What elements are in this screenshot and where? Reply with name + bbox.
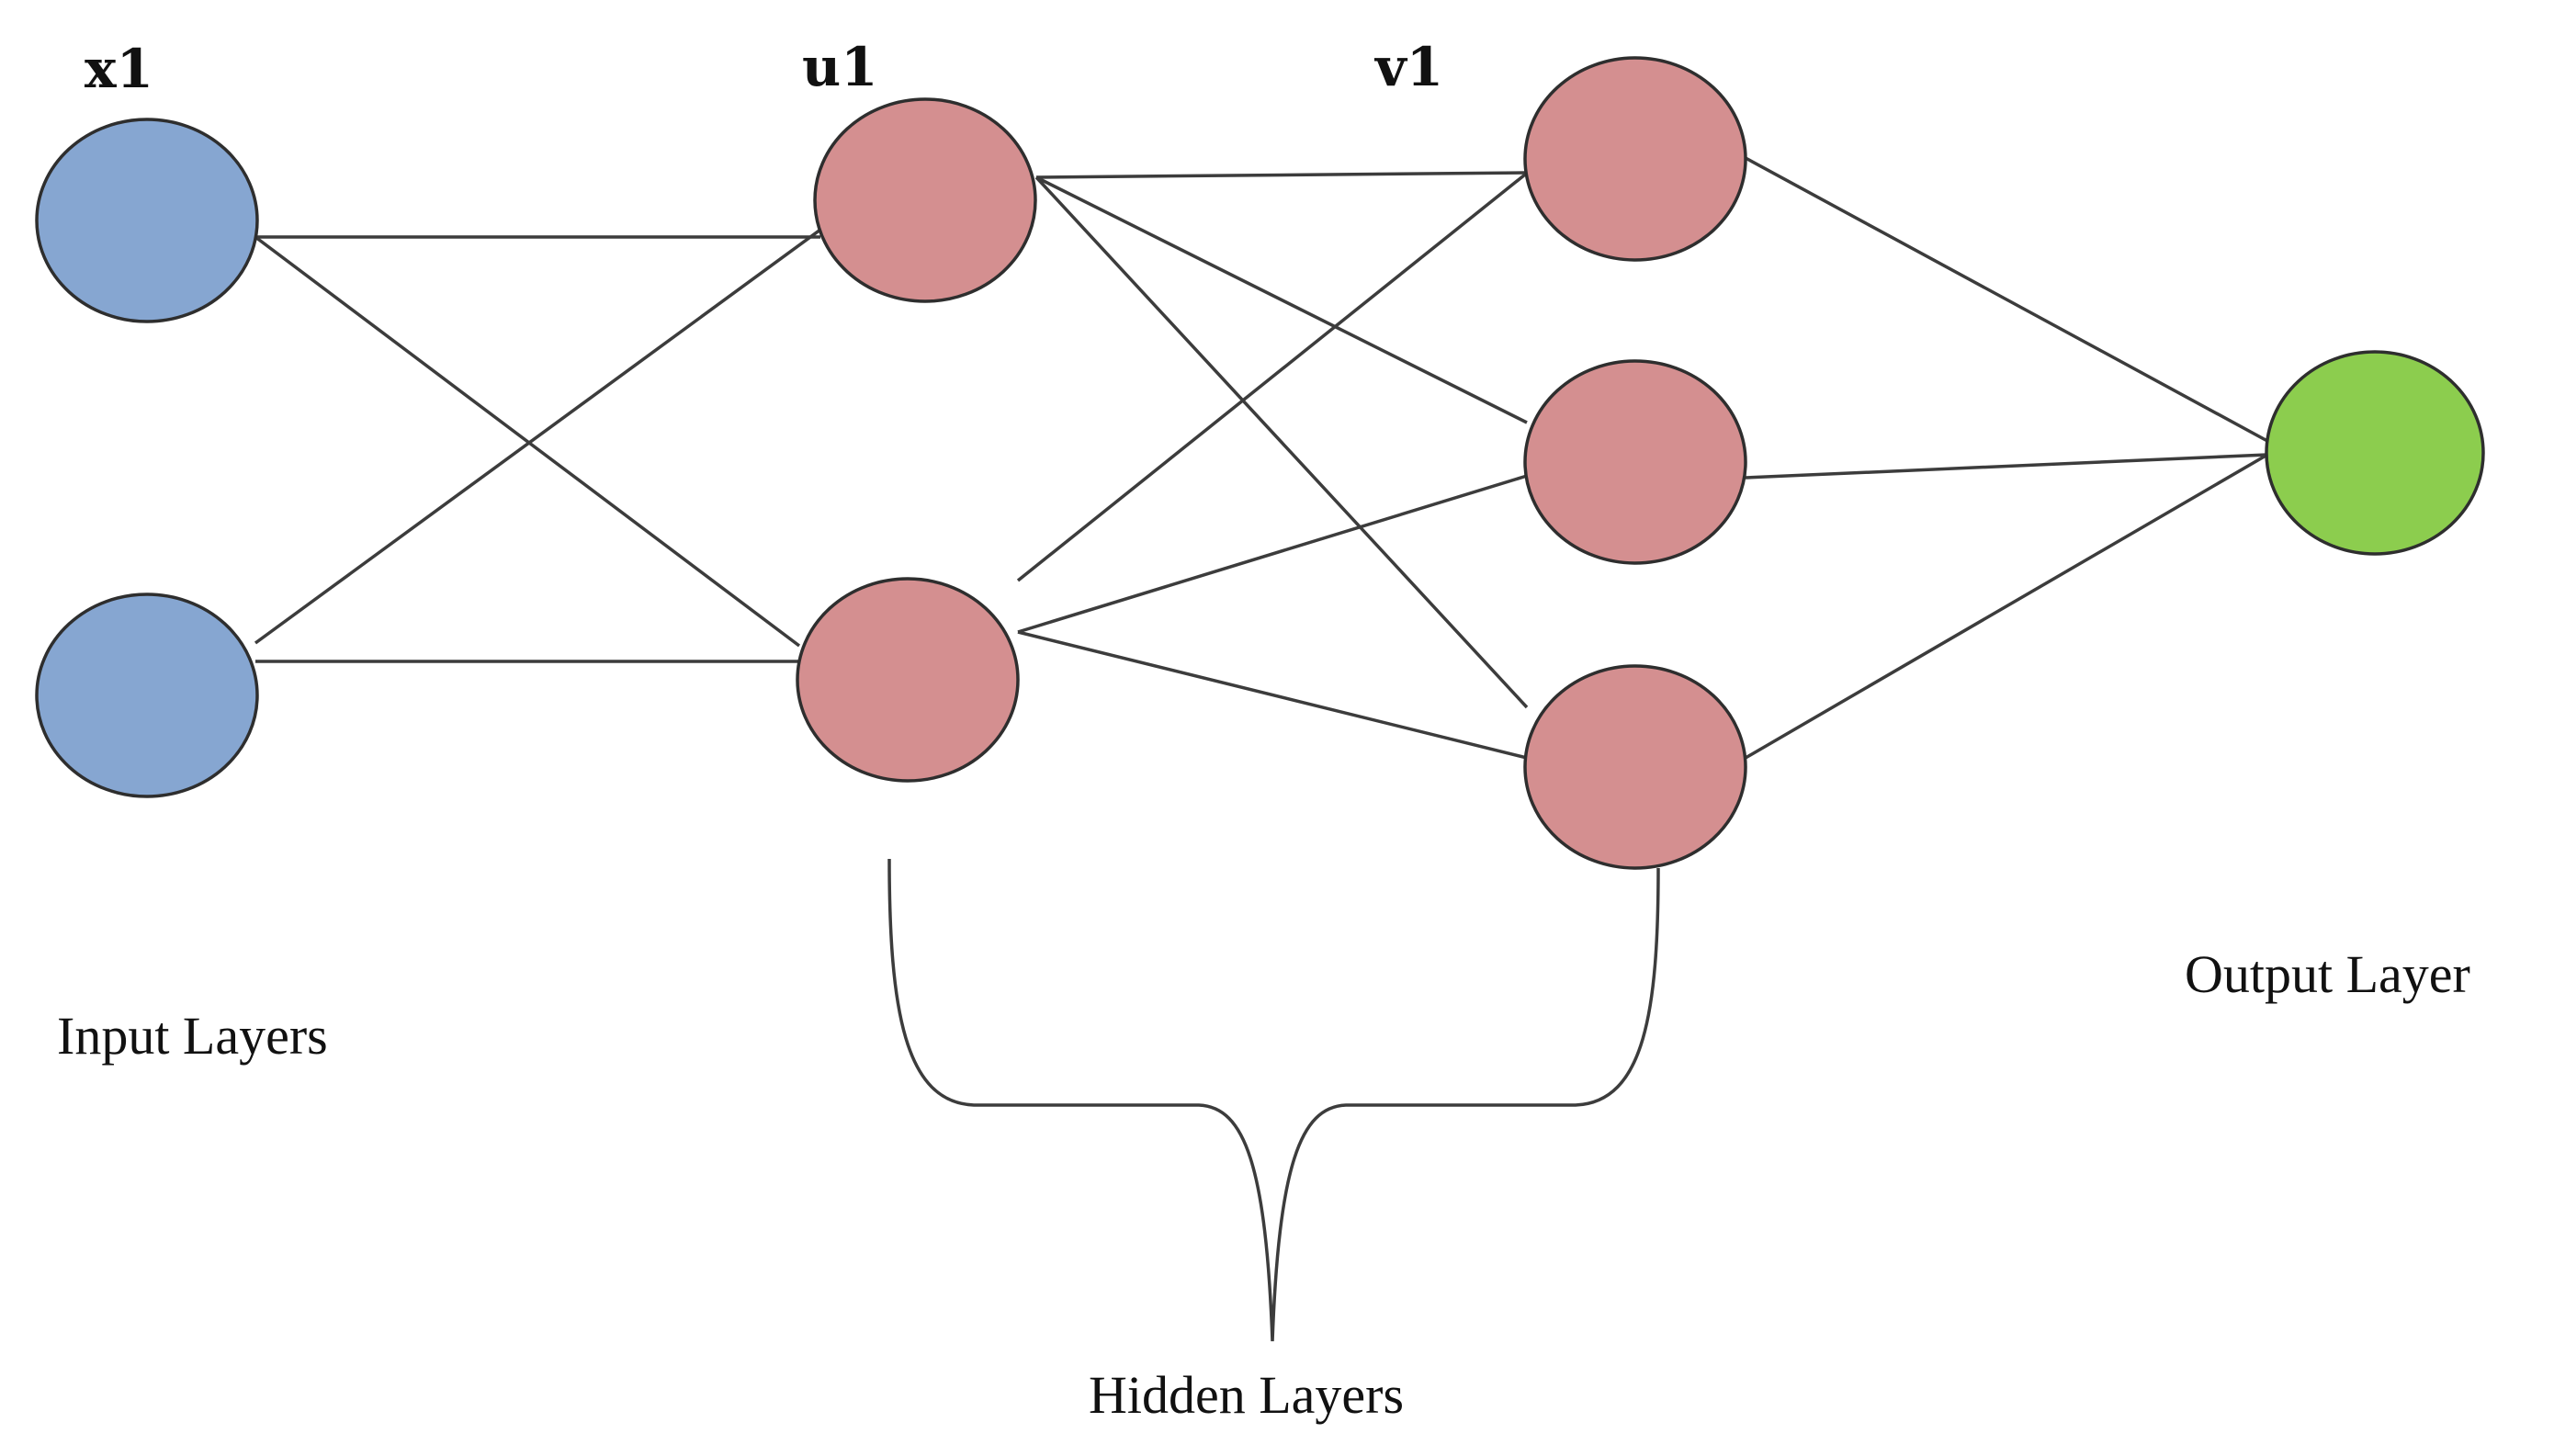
edge-v2-o	[1745, 453, 2268, 480]
edges-hidden2-to-output	[1745, 156, 2268, 760]
edge-x1-u2	[254, 235, 801, 648]
edge-u1-v2	[1035, 175, 1528, 424]
edges-hidden1-to-hidden2	[1016, 171, 1529, 760]
hidden2-node-3	[1523, 664, 1747, 870]
hidden1-node-1	[813, 97, 1037, 303]
edge-u2-v1	[1016, 173, 1527, 582]
input-layers-label: Input Layers	[57, 1006, 328, 1066]
edge-u1-v1	[1035, 171, 1526, 179]
edge-v1-o	[1745, 156, 2268, 443]
output-node	[2265, 350, 2485, 556]
edge-u2-v3	[1017, 630, 1528, 760]
edge-v3-o	[1745, 453, 2268, 760]
hidden2-node-2	[1523, 359, 1747, 565]
hidden-layers-label: Hidden Layers	[1089, 1365, 1404, 1425]
hidden1-node-2	[796, 577, 1020, 783]
output-layer-label: Output Layer	[2185, 944, 2470, 1004]
edge-u2-v2	[1017, 474, 1528, 634]
node-label-v1: v1	[1373, 36, 1443, 98]
input-node-1	[35, 118, 259, 323]
hidden2-node-1	[1523, 56, 1747, 262]
input-node-2	[35, 593, 259, 798]
edge-x2-u1	[254, 228, 822, 645]
node-label-x1: x1	[85, 38, 153, 100]
node-label-u1: u1	[802, 36, 878, 98]
edges-input-to-hidden1	[254, 228, 822, 663]
hidden-layers-bracket	[887, 858, 1660, 1342]
edge-u1-v3	[1034, 175, 1529, 709]
